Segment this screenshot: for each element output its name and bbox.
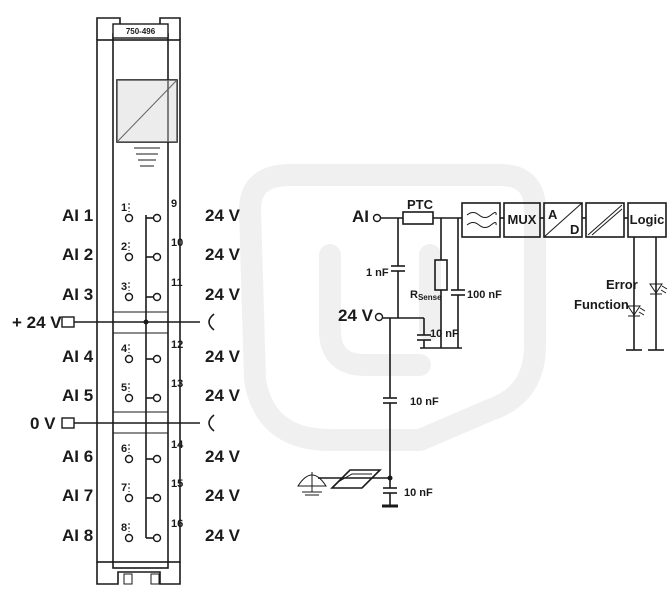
terminal-pair: 4 12 [121,339,183,364]
terminal-number: 5 [121,382,127,394]
filter-block [461,202,501,238]
terminal-number: 1 [121,202,127,214]
label-24v-4: 24 V [205,347,241,366]
terminal-pair: 5 13 [121,378,183,403]
terminal-contact [152,292,162,302]
label-24v-3: 24 V [205,285,241,304]
terminal-contact [152,454,162,464]
terminal-number: 6 [121,443,127,455]
label-24v-6: 24 V [205,447,241,466]
terminal-contact [124,493,134,503]
pin-comb [134,147,160,167]
terminal-contact [124,292,134,302]
adc-block [543,202,583,238]
io-module: 750-496 [96,17,181,585]
function-label: Function [574,297,629,312]
logic-block [627,202,667,238]
label-zero: 0 V [30,414,56,433]
mux-label: MUX [508,212,537,227]
watermark-logo [239,164,546,451]
terminal-number: 9 [171,198,177,210]
svg-text:RSense: RSense [410,289,442,302]
schematic-ai-label: AI [352,207,369,226]
terminal-number: 7 [121,482,127,494]
label-24v-2: 24 V [205,245,241,264]
ptc-resistor [402,211,434,225]
terminal-number: 11 [171,277,183,289]
terminal-number: 15 [171,478,183,490]
signal-chain: MUX A D Logic Error Function [461,202,668,351]
earth-ground-icon [297,472,327,496]
c3-label: 10 nF [430,328,459,340]
c5-label: 10 nF [404,487,433,499]
terminal-number: 4 [121,343,128,355]
logic-label: Logic [630,212,665,227]
led-icon [649,283,668,295]
label-ai1: AI 1 [62,206,93,225]
terminal-contact [152,393,162,403]
right-labels: 24 V 24 V 24 V 24 V 24 V 24 V 24 V 24 V [205,206,241,545]
terminal-number: 13 [171,378,183,390]
power-rails [61,215,215,538]
label-24v-7: 24 V [205,486,241,505]
adc-a-label: A [548,207,558,222]
mux-block [503,202,541,238]
ptc-label: PTC [407,197,434,212]
label-ai3: AI 3 [62,285,93,304]
rsense-sub: Sense [418,293,442,302]
terminal-contact [124,213,134,223]
terminal-number: 12 [171,339,183,351]
terminal-pair: 6 14 [121,439,184,464]
terminal-pair: 7 15 [121,478,183,503]
isolation-block [585,202,625,238]
terminal-contact [124,354,134,364]
label-plus24: + 24 V [12,313,62,332]
terminal-contact [152,252,162,262]
label-ai6: AI 6 [62,447,93,466]
c1-label: 1 nF [366,267,389,279]
input-schematic: AI PTC 1 nF RSense 100 nF 24 V 10 nF [297,197,502,508]
terminal-number: 16 [171,518,183,530]
part-number: 750-496 [126,27,156,36]
terminal-number: 14 [171,439,184,451]
terminal-contact [152,213,162,223]
led-icon [627,305,646,317]
terminal-contact [124,533,134,543]
terminal-pair: 8 16 [121,518,183,543]
terminal-number: 8 [121,522,127,534]
terminal-contact [152,354,162,364]
left-labels: AI 1 AI 2 AI 3+ 24 VAI 4 AI 5 0 V AI 6 AI 7 AI … [12,206,94,545]
terminal-number: 10 [171,237,183,249]
terminal-contact [152,493,162,503]
rsense-label: R [410,289,418,301]
converter-block [116,79,178,143]
terminal-contact [124,252,134,262]
terminal-contact [124,393,134,403]
din-rail-icon [330,469,382,489]
label-ai4: AI 4 [62,347,94,366]
terminal-number: 3 [121,281,127,293]
label-ai2: AI 2 [62,245,93,264]
terminal-pair: 2 10 [121,237,183,262]
c4-label: 10 nF [410,396,439,408]
label-ai8: AI 8 [62,526,93,545]
terminal-number: 2 [121,241,127,253]
error-label: Error [606,277,638,292]
terminal-contact [152,533,162,543]
label-ai7: AI 7 [62,486,93,505]
label-ai5: AI 5 [62,386,93,405]
c2-label: 100 nF [467,289,502,301]
terminal-pair: 3 11 [121,277,183,302]
adc-d-label: D [570,222,579,237]
schematic-24v-label: 24 V [338,306,374,325]
label-24v-5: 24 V [205,386,241,405]
label-24v-1: 24 V [205,206,241,225]
terminal-contact [124,454,134,464]
label-24v-8: 24 V [205,526,241,545]
